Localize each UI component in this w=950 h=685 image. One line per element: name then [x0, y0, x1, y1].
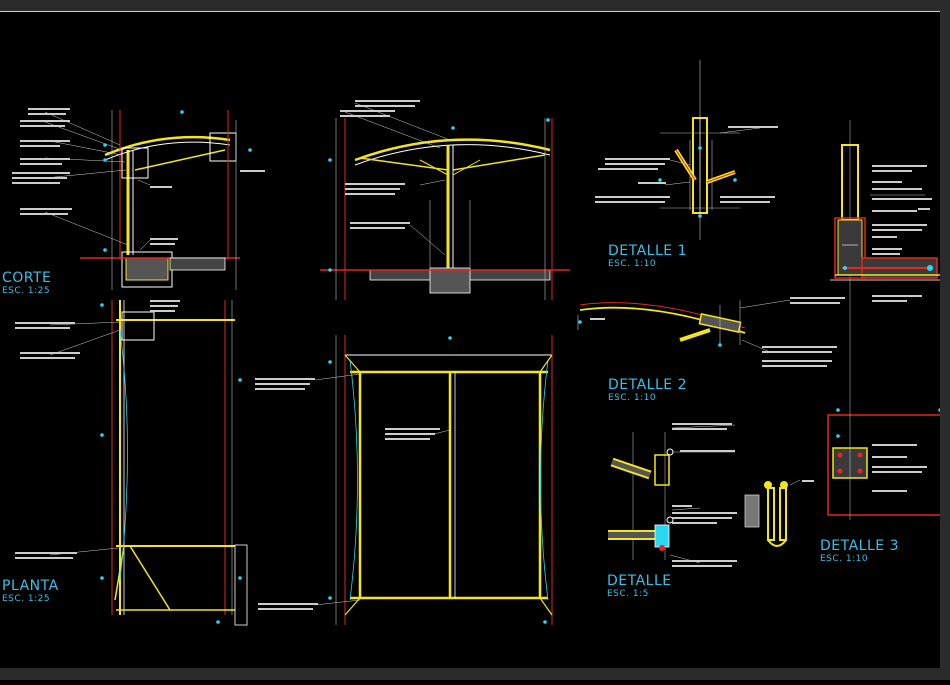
corte-scale: ESC. 1:25	[2, 286, 51, 296]
detalle-1-view	[595, 60, 778, 240]
planta-scale: ESC. 1:25	[2, 594, 51, 604]
detalle-2-view	[577, 297, 845, 367]
anchor-bolt-illustration	[744, 479, 814, 547]
detalle-view	[608, 423, 814, 567]
planta-view	[15, 300, 248, 626]
detalle-1-title: DETALLE 1	[608, 243, 687, 259]
front-elevation-view	[320, 100, 570, 300]
detalle-scale: ESC. 1:5	[607, 589, 649, 599]
detalle-2-title: DETALLE 2	[608, 377, 687, 393]
detalle-title: DETALLE	[607, 573, 672, 589]
viewport-top-frame	[0, 0, 950, 12]
detalle-3-scale: ESC. 1:10	[820, 554, 869, 564]
detalle-1-scale: ESC. 1:10	[608, 259, 657, 269]
corte-view	[12, 108, 265, 290]
front-plan-view	[255, 335, 553, 625]
viewport-right-frame	[940, 0, 950, 680]
corte-title: CORTE	[2, 270, 52, 286]
viewport-bottom-frame	[0, 668, 950, 680]
detalle-2-scale: ESC. 1:10	[608, 393, 657, 403]
planta-title: PLANTA	[2, 578, 59, 594]
detalle-3-title: DETALLE 3	[820, 538, 899, 554]
